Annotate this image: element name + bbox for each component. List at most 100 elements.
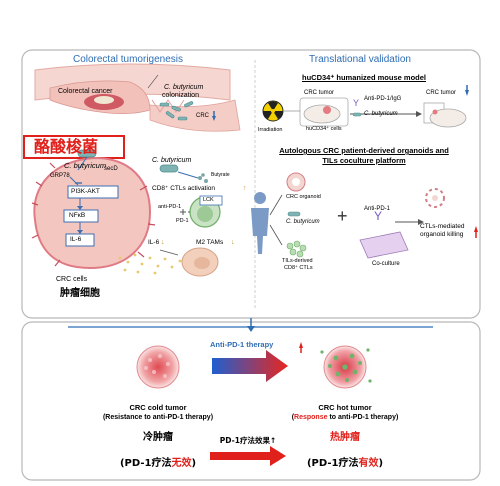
tils-icon — [286, 240, 307, 258]
bacterium-organoid — [287, 211, 301, 217]
nfkb-label: NFκB — [69, 212, 86, 219]
pi3k-box — [67, 185, 119, 199]
antibody-y-icon-2: Y — [374, 209, 382, 223]
killing-up-arrow — [474, 226, 478, 232]
killing-label-1: CTLs-mediated — [420, 223, 465, 230]
mouse-model-title: huCD34⁺ humanized mouse model — [302, 73, 426, 82]
tumor-down-arrow — [465, 90, 469, 96]
m2-tams-label: M2 TAMs — [196, 239, 224, 246]
butyrate-arrow — [177, 171, 199, 179]
tumor-core — [94, 96, 114, 104]
c-butyricum-ctl-label: C. butyricum — [152, 157, 192, 164]
c-butyricum-mouse-label: C. butyricum — [364, 111, 398, 117]
il6-dots — [118, 253, 182, 275]
nfkb-arrowhead — [77, 230, 83, 234]
secd-link — [77, 156, 88, 171]
cold-cn-subtitle: (PD-1疗法无效) — [119, 458, 197, 469]
right-panel-title: Translational validation — [309, 54, 411, 65]
hucd34-cells-label: huCD34⁺ cells — [306, 126, 342, 132]
bacteria-cluster — [159, 101, 194, 121]
therapy-arrow — [212, 350, 288, 382]
tumor-cells-cn-label: 肿瘤细胞 — [60, 288, 100, 299]
butyrate-label: Butyrate — [211, 172, 230, 178]
nfkb-box — [63, 209, 99, 223]
crc-label: CRC — [196, 113, 209, 119]
hot-tumor-title: CRC hot tumor — [318, 403, 372, 412]
hot-tumor-immune-cells — [320, 348, 372, 383]
cell-membrane-receptors — [31, 162, 156, 267]
tils-label-2: CD8⁺ CTLs — [284, 265, 313, 271]
crc-tumor-after-label: CRC tumor — [426, 90, 457, 96]
therapy-up-arrow — [299, 342, 303, 348]
cn-effect-arrow — [210, 446, 286, 466]
butyrate-dot — [198, 176, 202, 180]
pd1-label: PD-1 — [176, 218, 189, 224]
crc-down-arrow — [212, 116, 216, 121]
hot-cn-subtitle: (PD-1疗法有效) — [306, 458, 384, 469]
irradiation-icon — [262, 100, 284, 122]
anti-pd1-organoid-label: Anti-PD-1 — [364, 206, 391, 212]
crc-organoid-label: CRC organoid — [286, 194, 321, 200]
hot-tumor-subtitle: (Response to anti-PD-1 therapy) — [291, 414, 399, 421]
colonization-pointer — [147, 74, 159, 89]
c-butyricum-organoid-label: C. butyricum — [286, 219, 320, 225]
butyrate-dot — [201, 173, 205, 177]
mouse-after — [423, 102, 467, 128]
grp78-label: GRP78 — [50, 173, 70, 179]
lck-label: LCK — [203, 197, 214, 203]
il6-box-label: IL-6 — [70, 236, 82, 243]
cold-tumor-cn: 冷肿瘤 — [143, 432, 173, 443]
ctl-nucleus — [197, 206, 213, 222]
cd8-activation-label: CD8⁺ CTLs activation — [152, 185, 216, 192]
irradiation-label: Irradiation — [258, 127, 283, 133]
chinese-label: 酪酸梭菌 — [34, 137, 99, 156]
il6-arrow — [159, 249, 179, 256]
plus-sign: + — [337, 206, 348, 226]
therapy-label: Anti-PD-1 therapy — [210, 340, 274, 349]
pi3k-label: PI3K-AKT — [71, 188, 100, 195]
organoid-title-2: TILs coculture platform — [322, 156, 406, 165]
crc-cells-label: CRC cells — [56, 276, 88, 283]
activation-up-icon: ↑ — [243, 185, 247, 192]
c-butyricum-cell-label: C. butyricum — [64, 161, 107, 170]
coculture-arrowhead — [418, 219, 424, 225]
effect-cn-label: PD-1疗法效果↑ — [219, 436, 277, 445]
colorectal-cancer-label: Colorectal cancer — [58, 88, 113, 95]
patient-icon — [251, 192, 269, 254]
hot-tumor-cn: 热肿瘤 — [330, 432, 360, 443]
crc-organoid-icon — [286, 172, 306, 192]
cold-tumor-texture — [144, 354, 170, 378]
cold-tumor-subtitle: (Resistance to anti-PD-1 therapy) — [102, 414, 214, 421]
treatment-arrowhead — [416, 111, 422, 117]
patient-link-top — [269, 194, 283, 216]
anti-pd1-label: anti-PD-1 — [158, 204, 182, 210]
pi3k-arrowhead — [77, 206, 83, 210]
coculture-label: Co-culture — [372, 261, 400, 267]
lck-box — [199, 195, 223, 206]
bacterium-butyrate — [159, 164, 179, 173]
patient-link-bottom — [269, 224, 283, 246]
colonization-label-2: colonization — [162, 92, 199, 99]
killed-organoid-icon — [425, 188, 445, 208]
label-box — [23, 135, 125, 159]
anti-pd1-igg-label: Anti-PD-1/IgG — [364, 96, 402, 102]
secd-label: secD — [104, 166, 118, 172]
mouse-before — [299, 97, 349, 127]
il6-down-icon: ↓ — [161, 239, 165, 246]
il6-box — [65, 233, 95, 247]
antibody-y-icon: Y — [353, 98, 359, 108]
cold-tumor — [136, 345, 180, 389]
organoid-title-1: Autologous CRC patient-derived organoids… — [279, 146, 449, 155]
coculture-plate — [359, 231, 409, 259]
left-panel-title: Colorectal tumorigenesis — [72, 54, 184, 65]
il6-down-label: IL-6 — [148, 239, 160, 246]
tils-label-1: TILs-derived — [282, 258, 313, 264]
cold-tumor-title: CRC cold tumor — [129, 403, 187, 412]
butyrate-dot — [204, 179, 208, 183]
bacterium-small — [352, 112, 362, 117]
m2-tam-nucleus — [194, 257, 210, 269]
killing-label-2: organoid killing — [420, 231, 464, 238]
crc-tumor-label: CRC tumor — [304, 90, 335, 96]
antibody-icon — [180, 209, 186, 215]
